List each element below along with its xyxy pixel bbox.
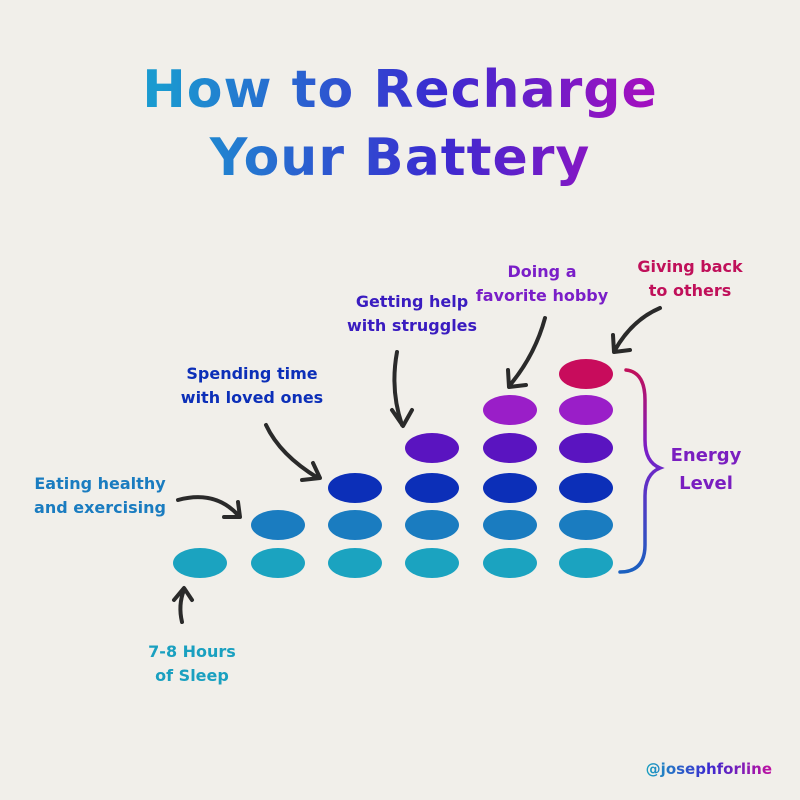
arrow-help: [390, 350, 414, 428]
energy-brace: [618, 368, 665, 574]
energy-blob: [559, 433, 613, 463]
energy-blob: [405, 473, 459, 503]
energy-blob: [251, 510, 305, 540]
energy-blob: [483, 510, 537, 540]
energy-blob: [328, 510, 382, 540]
arrow-sleep: [172, 586, 194, 624]
author-handle: @josephforline: [645, 760, 772, 778]
energy-blob: [483, 548, 537, 578]
energy-blob: [483, 433, 537, 463]
title-line-2: Your Battery: [0, 126, 800, 190]
energy-blob: [328, 548, 382, 578]
arrow-hobby: [506, 316, 547, 389]
energy-blob: [559, 473, 613, 503]
energy-blob: [559, 510, 613, 540]
energy-blob: [173, 548, 227, 578]
energy-blob: [483, 473, 537, 503]
energy-blob: [483, 395, 537, 425]
arrow-spending: [264, 423, 322, 482]
energy-blob: [405, 433, 459, 463]
energy-blob: [559, 548, 613, 578]
arrow-eating: [176, 495, 242, 519]
energy-blob: [251, 548, 305, 578]
energy-blob: [405, 510, 459, 540]
energy-blob: [405, 548, 459, 578]
energy-blob: [328, 473, 382, 503]
title-line-1: How to Recharge: [0, 58, 800, 122]
arrow-giving: [611, 306, 662, 354]
energy-blob: [559, 395, 613, 425]
energy-blob: [559, 359, 613, 389]
